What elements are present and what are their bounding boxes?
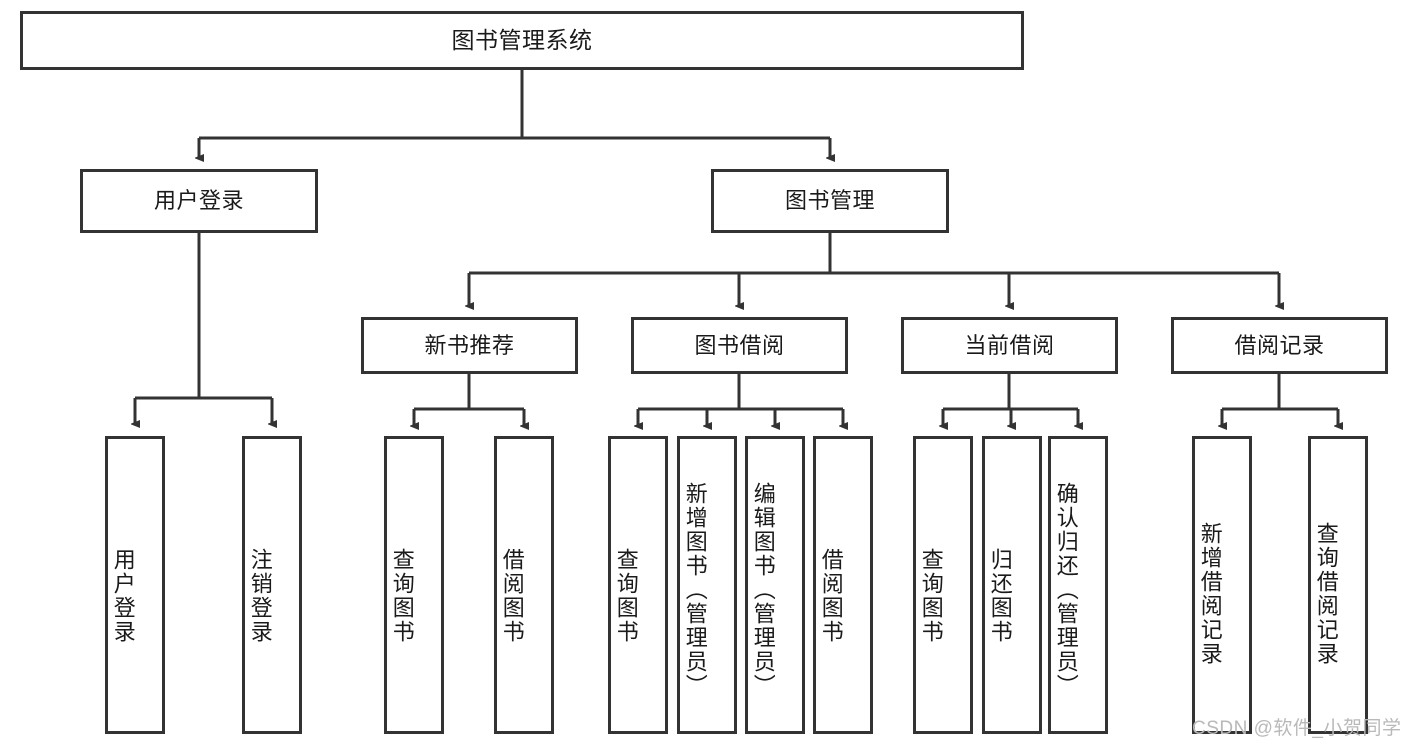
node-label: 注销登录 [247, 548, 273, 644]
node-new-book-recommend[interactable]: 新书推荐 [361, 317, 578, 374]
node-label: 借阅图书 [818, 548, 844, 644]
watermark-text: CSDN @软件_小贺同学 [1192, 718, 1402, 739]
node-borrow-record[interactable]: 借阅记录 [1171, 317, 1388, 374]
node-user-login[interactable]: 用户登录 [80, 169, 318, 233]
node-leaf-borrow-book-1[interactable]: 借阅图书 [494, 436, 554, 734]
node-label: 查询图书 [613, 548, 639, 644]
node-label: 当前借阅 [964, 332, 1055, 358]
node-label: 归还图书 [987, 548, 1013, 644]
node-label: 用户登录 [153, 188, 244, 214]
node-label: 图书借阅 [694, 332, 785, 358]
node-leaf-query-book-2[interactable]: 查询图书 [608, 436, 668, 734]
node-label: 用户登录 [110, 548, 136, 644]
node-leaf-query-book-3[interactable]: 查询图书 [913, 436, 973, 734]
node-current-borrow[interactable]: 当前借阅 [901, 317, 1118, 374]
node-label: 借阅记录 [1234, 332, 1325, 358]
node-book-management-system[interactable]: 图书管理系统 [20, 11, 1024, 70]
node-book-borrow[interactable]: 图书借阅 [631, 317, 848, 374]
node-label: 借阅图书 [499, 548, 525, 644]
node-leaf-borrow-book-2[interactable]: 借阅图书 [813, 436, 873, 734]
node-leaf-query-book-1[interactable]: 查询图书 [384, 436, 444, 734]
node-leaf-edit-book[interactable]: 编辑图书（管理员） [745, 436, 805, 734]
node-leaf-query-record[interactable]: 查询借阅记录 [1308, 436, 1368, 734]
node-label: 新增借阅记录 [1197, 522, 1223, 666]
node-book-management[interactable]: 图书管理 [711, 169, 949, 233]
node-label: 查询图书 [918, 548, 944, 644]
node-leaf-add-book[interactable]: 新增图书（管理员） [677, 436, 737, 734]
node-label: 查询图书 [389, 548, 415, 644]
node-label: 图书管理系统 [451, 26, 593, 53]
node-leaf-logout[interactable]: 注销登录 [242, 436, 302, 734]
node-label: 新书推荐 [424, 332, 515, 358]
node-leaf-user-login[interactable]: 用户登录 [105, 436, 165, 734]
node-leaf-add-record[interactable]: 新增借阅记录 [1192, 436, 1252, 734]
node-label: 查询借阅记录 [1313, 522, 1339, 666]
node-label: 编辑图书（管理员） [750, 482, 776, 698]
node-leaf-confirm-return[interactable]: 确认归还（管理员） [1048, 436, 1108, 734]
node-leaf-return-book[interactable]: 归还图书 [982, 436, 1042, 734]
node-label: 新增图书（管理员） [682, 482, 708, 698]
node-label: 图书管理 [784, 188, 875, 214]
node-label: 确认归还（管理员） [1053, 482, 1079, 698]
